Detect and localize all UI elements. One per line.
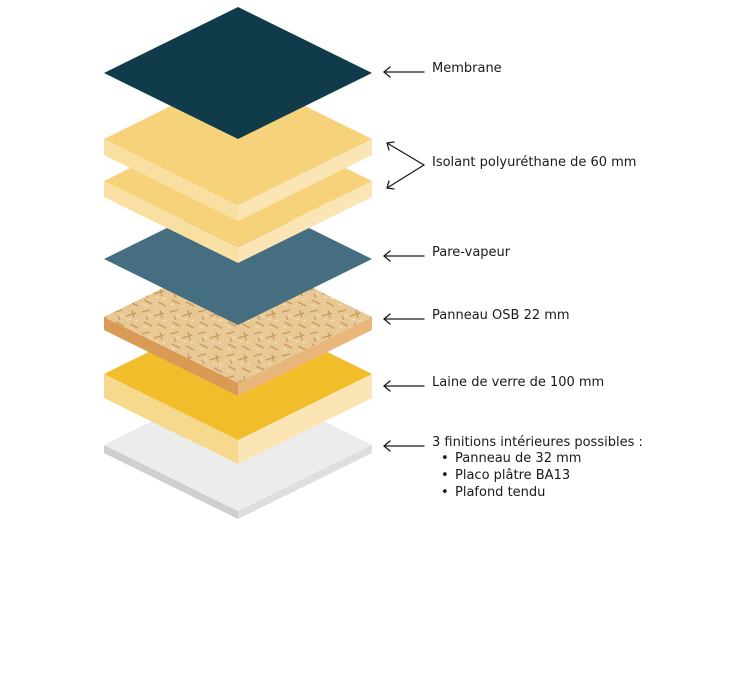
membrane-arrow xyxy=(383,66,425,78)
label-pare-vapeur: Pare-vapeur xyxy=(432,245,511,260)
laine-arrow xyxy=(383,380,425,392)
isolant-arrows xyxy=(386,141,425,190)
pare-vapeur-arrow xyxy=(383,250,425,262)
label-finitions: 3 finitions intérieures possibles : xyxy=(432,435,643,450)
finitions-options-list: Panneau de 32 mm Placo plâtre BA13 Plafo… xyxy=(441,450,581,501)
label-isolant: Isolant polyuréthane de 60 mm xyxy=(432,155,637,170)
finition-option: Panneau de 32 mm xyxy=(441,450,581,467)
label-osb: Panneau OSB 22 mm xyxy=(432,308,570,323)
finition-option: Plafond tendu xyxy=(441,484,581,501)
membrane-layer xyxy=(104,7,372,139)
finition-option: Placo plâtre BA13 xyxy=(441,467,581,484)
label-membrane: Membrane xyxy=(432,61,502,76)
label-laine: Laine de verre de 100 mm xyxy=(432,375,605,390)
osb-arrow xyxy=(383,313,425,325)
finitions-arrow xyxy=(383,440,425,452)
